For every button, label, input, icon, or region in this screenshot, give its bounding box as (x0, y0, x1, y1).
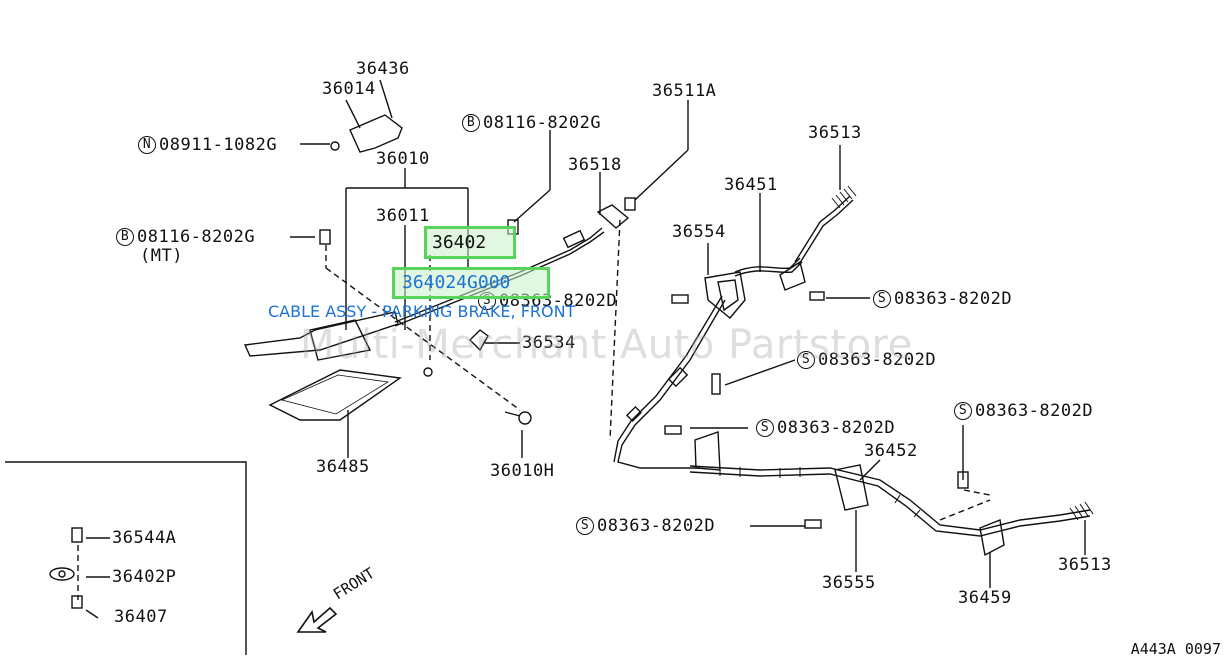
label-08363-e-text: 08363-8202D (777, 418, 896, 438)
label-36485: 36485 (316, 457, 370, 477)
highlight-part-36402[interactable] (424, 226, 516, 259)
label-mt-note: (MT) (140, 246, 183, 266)
label-36554: 36554 (672, 222, 726, 242)
label-36402p: 36402P (112, 567, 177, 587)
label-36436: 36436 (356, 59, 410, 79)
label-36555: 36555 (822, 573, 876, 593)
highlight-part-364024g000-text: 364024G000 (402, 272, 511, 293)
screw-symbol: S (797, 351, 815, 369)
label-36518: 36518 (568, 155, 622, 175)
watermark: Multi-Merchant Auto Partstore (300, 322, 913, 368)
label-36407: 36407 (114, 607, 168, 627)
label-36014: 36014 (322, 79, 376, 99)
label-36451: 36451 (724, 175, 778, 195)
screw-symbol: S (576, 517, 594, 535)
bolt-symbol: B (462, 114, 480, 132)
label-36511a: 36511A (652, 81, 717, 101)
label-36544a: 36544A (112, 528, 177, 548)
part-description: CABLE ASSY - PARKING BRAKE, FRONT (268, 302, 576, 321)
label-36010h: 36010H (490, 461, 555, 481)
label-08363-d-text: 08363-8202D (975, 401, 1094, 421)
label-08116-b-text: 08116-8202G (137, 227, 256, 247)
label-08363-b-text: 08363-8202D (894, 289, 1013, 309)
highlight-part-36402-text: 36402 (432, 232, 487, 253)
screw-symbol: S (873, 290, 891, 308)
label-08911-text: 08911-1082G (159, 135, 278, 155)
label-36534: 36534 (522, 333, 576, 353)
label-36011: 36011 (376, 206, 430, 226)
label-08363-c-text: 08363-8202D (818, 350, 937, 370)
bolt-symbol: B (116, 228, 134, 246)
nut-symbol: N (138, 136, 156, 154)
label-36010: 36010 (376, 149, 430, 169)
label-08363-f-text: 08363-8202D (597, 516, 716, 536)
label-36513-b: 36513 (1058, 555, 1112, 575)
screw-symbol: S (756, 419, 774, 437)
label-36452: 36452 (864, 441, 918, 461)
highlight-part-364024g000[interactable] (392, 267, 550, 299)
label-36459: 36459 (958, 588, 1012, 608)
screw-symbol: S (954, 402, 972, 420)
diagram-code: A443A 0097 (1130, 640, 1221, 658)
label-08116-a-text: 08116-8202G (483, 113, 602, 133)
label-36513-a: 36513 (808, 123, 862, 143)
